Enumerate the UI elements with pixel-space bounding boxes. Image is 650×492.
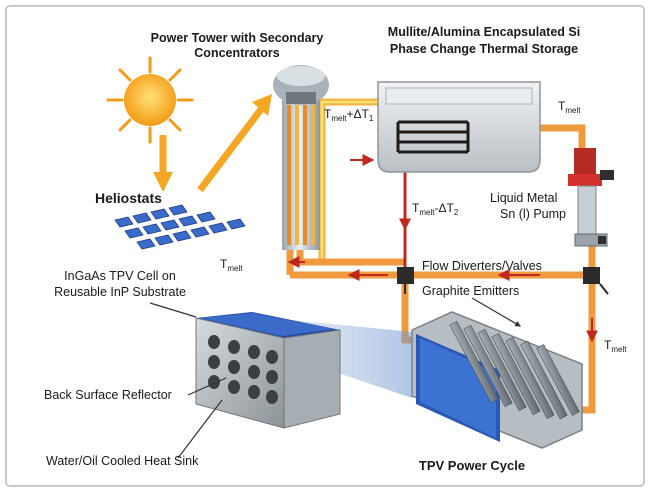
tpv-cell-heat-sink [195,312,341,429]
sun-icon [106,56,194,144]
tpv-cell-label-line2: Reusable InP Substrate [54,285,186,299]
tpv-cycle-label: TPV Power Cycle [419,458,525,473]
t-melt-label-storage: Tmelt [558,99,581,115]
flow-diverters-label: Flow Diverters/Valves [422,259,542,273]
pump-label-line1: Liquid Metal [490,191,557,205]
leader-line-heat-sink [177,399,223,459]
heat-sink-label: Water/Oil Cooled Heat Sink [46,454,199,468]
leader-line-back-reflector [187,377,227,396]
pump-label-line2: Sn (l) Pump [500,207,566,221]
flow-valve-right [583,267,609,295]
t-melt-label-tpv: Tmelt [604,338,627,354]
heliostats-label: Heliostats [95,190,162,206]
leader-line-emitters [471,297,522,327]
power-tower-title-line2: Concentrators [194,46,279,60]
back-reflector-label: Back Surface Reflector [44,388,172,402]
sunlight-arrow [153,172,173,192]
tpv-cell-label-line1: InGaAs TPV Cell on [64,269,176,283]
leader-line-tpv-cell [149,302,197,318]
t-melt-label-heliostat: Tmelt [220,257,243,273]
tpv-power-cycle-unit [411,311,583,449]
storage-title-line1: Mullite/Alumina Encapsulated Si [388,25,580,39]
graphite-emitters-label: Graphite Emitters [422,284,519,298]
power-tower-title-line1: Power Tower with Secondary [151,31,324,45]
t-melt-plus-dt1-label: Tmelt+ΔT1 [324,107,374,123]
power-tower [273,65,329,250]
pipe-to-pump [530,124,586,150]
heliostat-field [108,204,246,252]
reflected-light-arrow [252,94,272,116]
flow-valve-left [397,267,414,294]
storage-title-line2: Phase Change Thermal Storage [390,42,578,56]
thermal-storage-tank [377,81,541,173]
liquid-metal-pump [568,148,614,247]
t-melt-minus-dt2-label: Tmelt-ΔT2 [412,201,459,217]
